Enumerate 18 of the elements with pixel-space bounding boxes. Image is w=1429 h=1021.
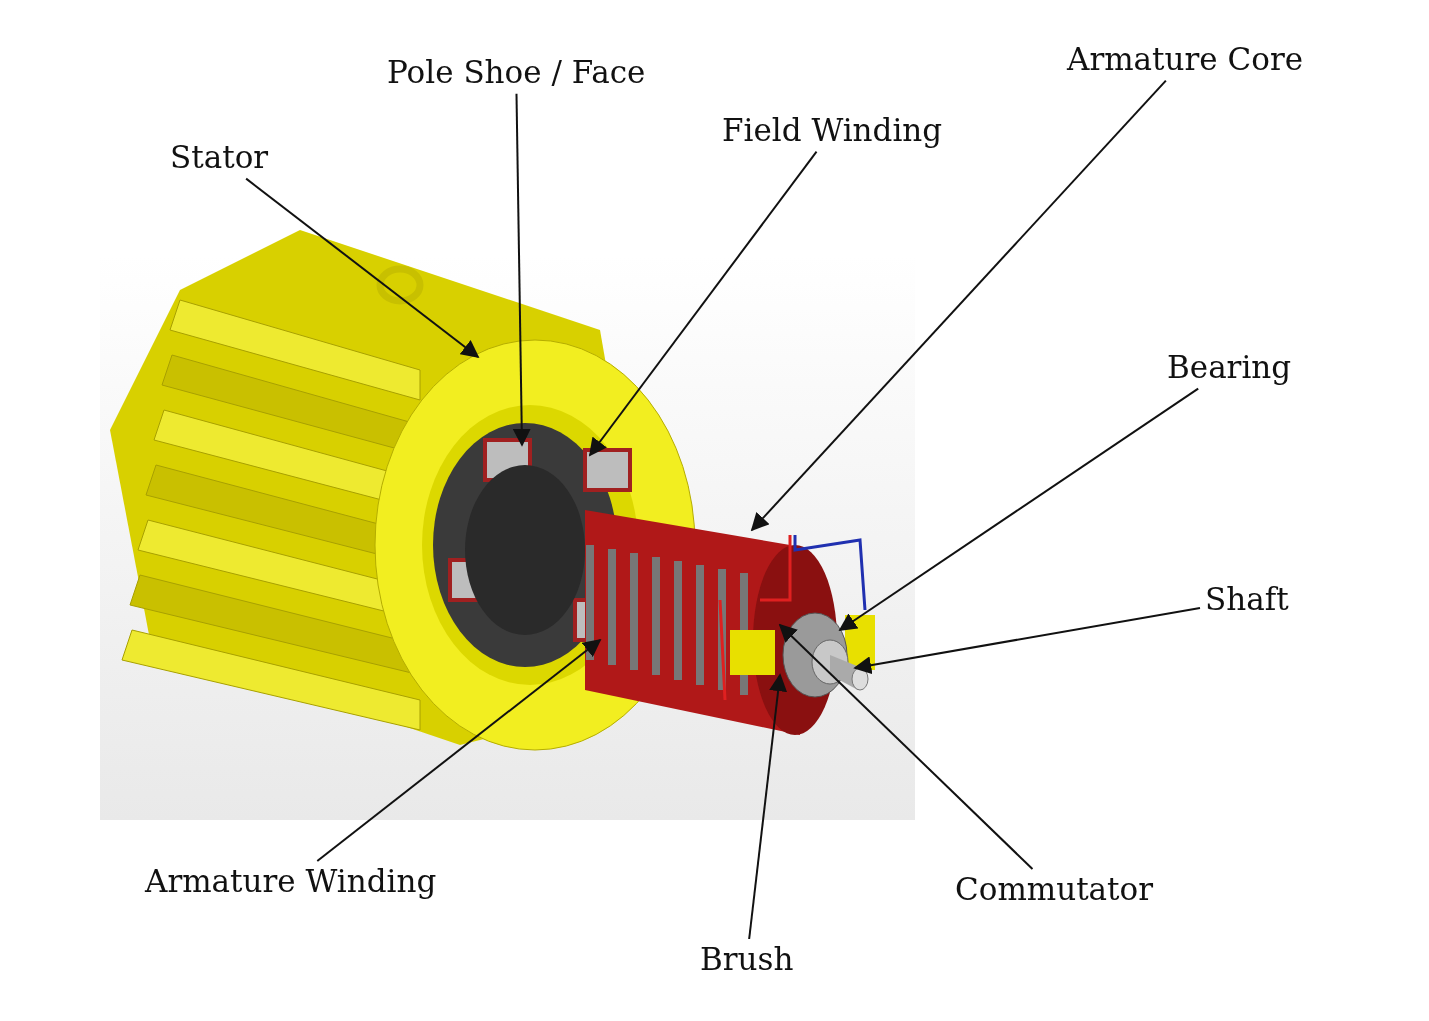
leader-line: [750, 79, 1167, 532]
part-label: Shaft: [1203, 582, 1291, 618]
part-label: Commutator: [953, 872, 1156, 908]
leader-line: [853, 606, 1201, 675]
part-label: Bearing: [1165, 350, 1294, 386]
part-label: Stator: [168, 140, 271, 176]
part-label: Armature Winding: [143, 864, 439, 900]
part-label: Armature Core: [1065, 42, 1306, 78]
leader-line: [245, 177, 480, 359]
leader-line: [512, 92, 531, 447]
leader-line: [778, 623, 1034, 870]
part-label: Pole Shoe / Face: [385, 55, 648, 91]
part-label: Field Winding: [720, 113, 945, 149]
leader-line: [588, 150, 818, 457]
leader-line: [838, 387, 1200, 631]
leader-line: [316, 638, 602, 862]
leader-line: [748, 673, 788, 940]
part-label: Brush: [698, 942, 796, 978]
